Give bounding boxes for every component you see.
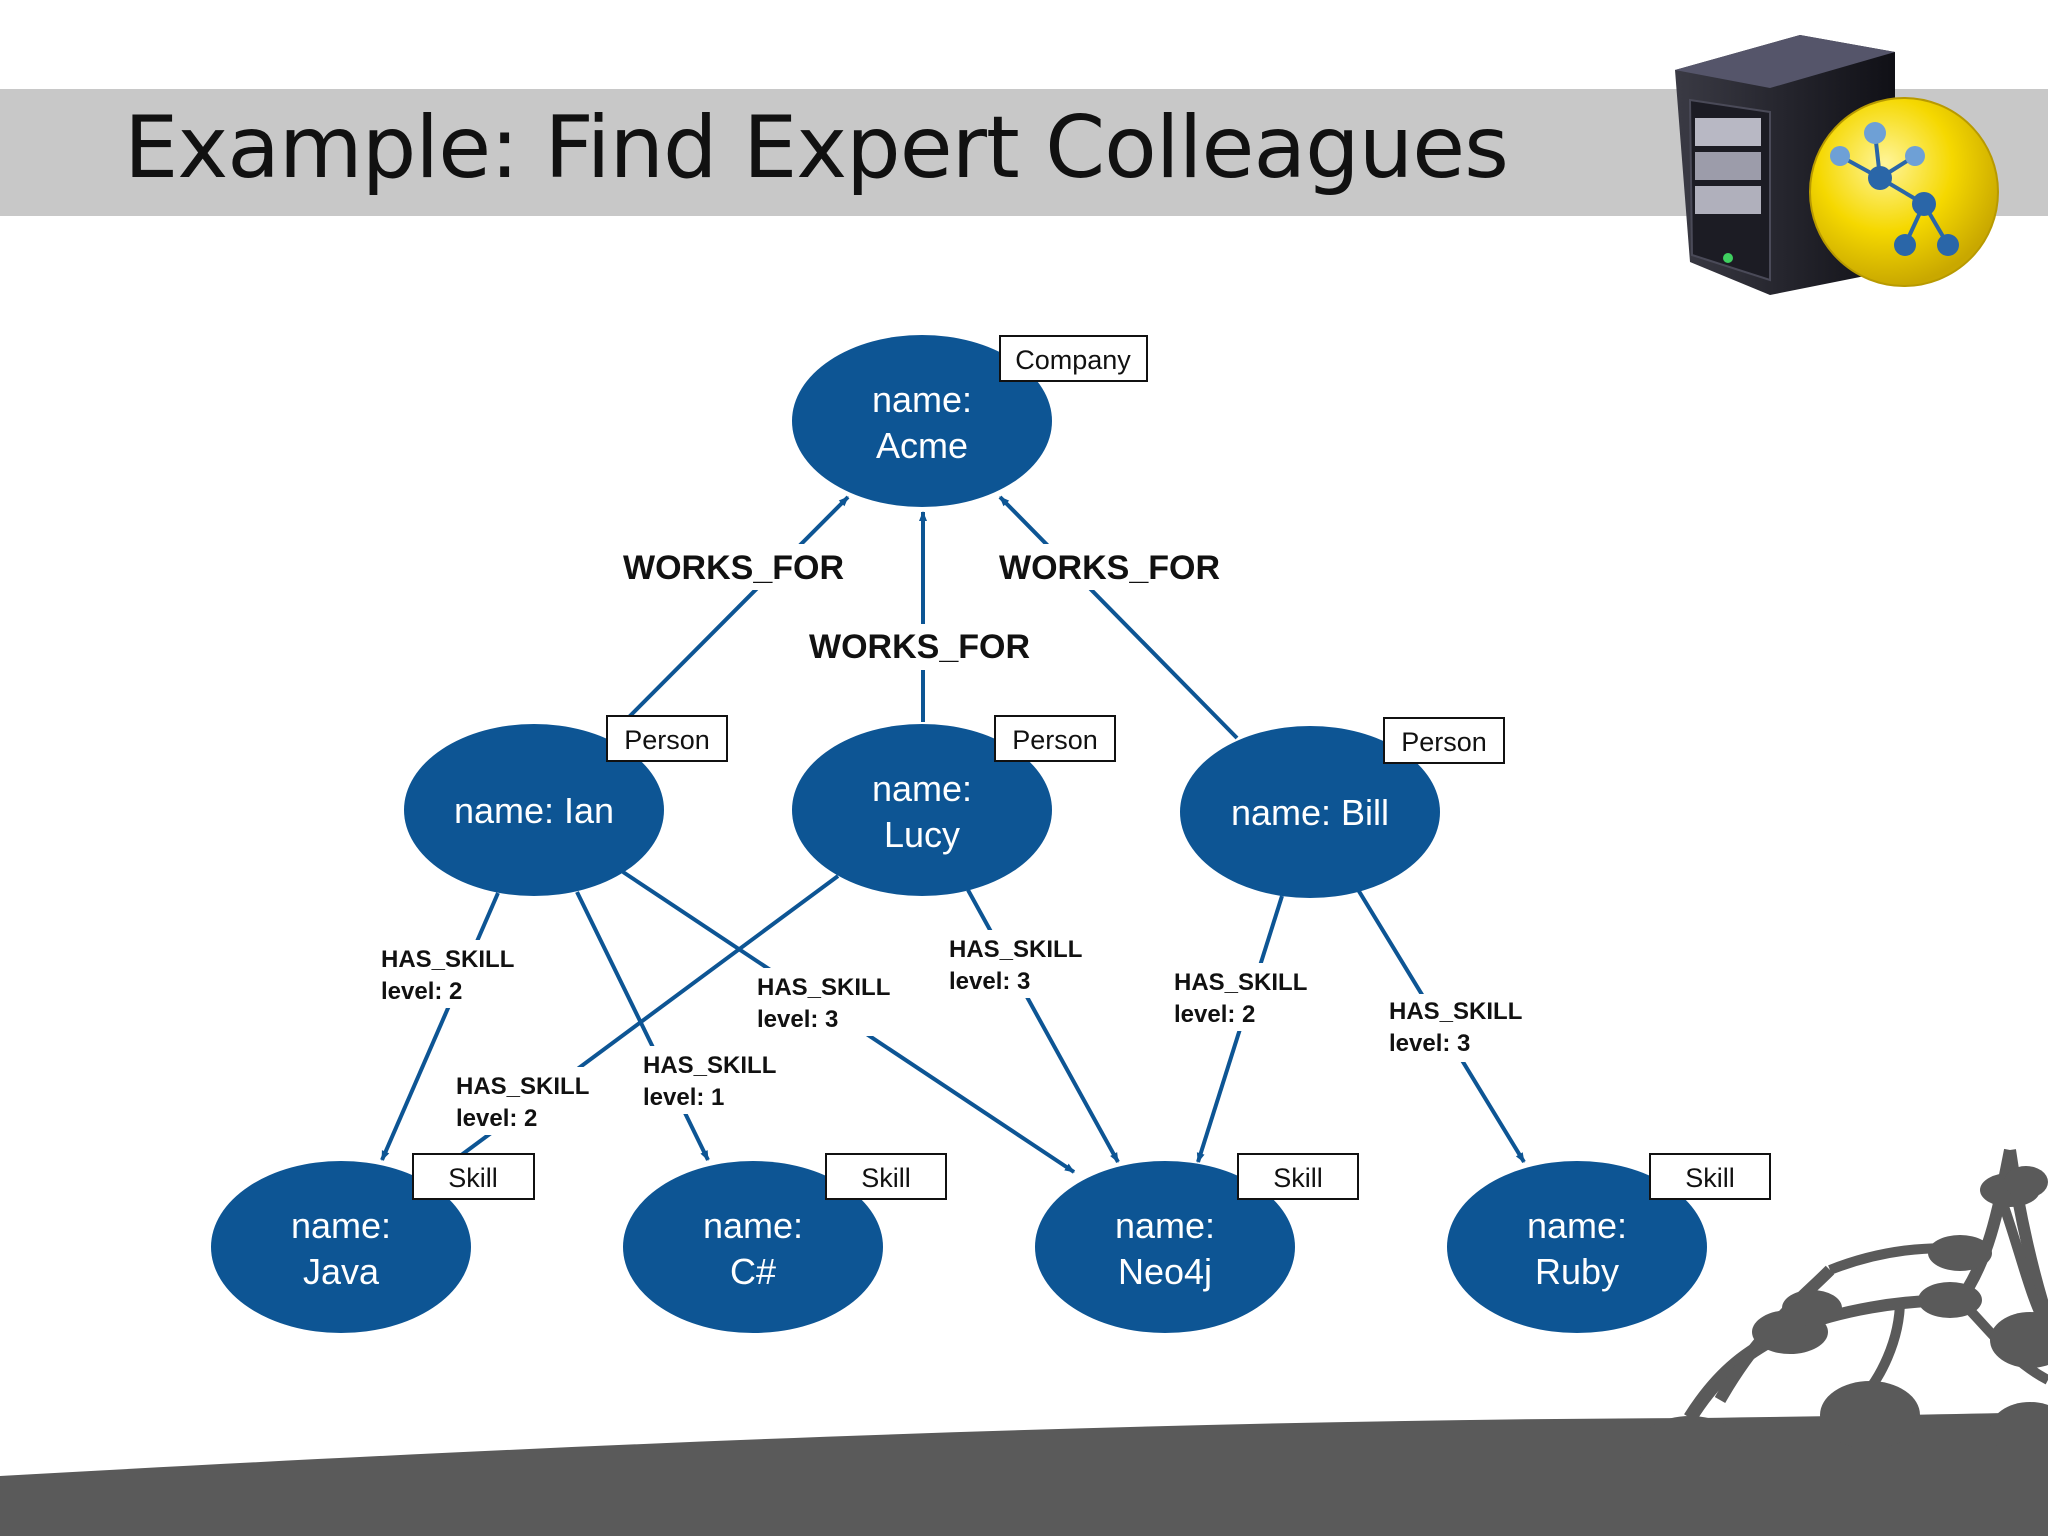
rel-label-ian-neo4j: HAS_SKILL (757, 974, 890, 1001)
node-neo4j-label: Skill (1273, 1163, 1323, 1193)
node-acme-line2: Acme (876, 425, 968, 466)
node-java-shape (211, 1161, 471, 1333)
edge-ian-acme (626, 495, 850, 720)
node-csharp: name: C# Skill (623, 1153, 947, 1333)
footer-decoration (0, 1148, 2048, 1536)
node-java: name: Java Skill (211, 1153, 535, 1333)
rel-label-lucy-java: HAS_SKILL (456, 1073, 589, 1100)
node-java-line2: Java (303, 1251, 380, 1292)
rel-label-lucy-acme: WORKS_FOR (809, 628, 1030, 666)
rel-prop-lucy-neo4j: level: 3 (949, 968, 1030, 995)
node-acme-label: Company (1015, 345, 1131, 375)
rel-label-ian-java: HAS_SKILL (381, 946, 514, 973)
node-lucy-shape (792, 724, 1052, 896)
node-bill-line1: name: Bill (1231, 792, 1389, 833)
edge-labels: WORKS_FOR WORKS_FOR WORKS_FOR HAS_SKILL … (378, 544, 1538, 1135)
node-bill: name: Bill Person (1180, 717, 1505, 898)
rel-label-bill-ruby: HAS_SKILL (1389, 998, 1522, 1025)
node-csharp-line1: name: (703, 1205, 803, 1246)
node-lucy-label: Person (1012, 725, 1098, 755)
node-java-label: Skill (448, 1163, 498, 1193)
node-ruby-label: Skill (1685, 1163, 1735, 1193)
node-lucy-line1: name: (872, 768, 972, 809)
node-ian-label: Person (624, 725, 710, 755)
rel-label-ian-csharp: HAS_SKILL (643, 1052, 776, 1079)
node-ruby-line1: name: (1527, 1205, 1627, 1246)
node-lucy: name: Lucy Person (792, 715, 1116, 896)
rel-prop-bill-ruby: level: 3 (1389, 1030, 1470, 1057)
node-csharp-line2: C# (730, 1251, 776, 1292)
node-neo4j-line2: Neo4j (1118, 1251, 1212, 1292)
server-graph-icon (1675, 35, 1999, 295)
node-ruby: name: Ruby Skill (1447, 1153, 1771, 1333)
node-csharp-label: Skill (861, 1163, 911, 1193)
edge-bill-acme (998, 495, 1239, 740)
footer-wave (0, 1412, 2048, 1536)
rel-prop-ian-csharp: level: 1 (643, 1084, 724, 1111)
rel-prop-lucy-java: level: 2 (456, 1105, 537, 1132)
node-acme: name: Acme Company (792, 335, 1148, 507)
node-lucy-line2: Lucy (884, 814, 960, 855)
node-ruby-line2: Ruby (1535, 1251, 1619, 1292)
slide-title: Example: Find Expert Colleagues (124, 98, 1509, 198)
edge-ian-java (380, 892, 500, 1161)
node-csharp-shape (623, 1161, 883, 1333)
node-neo4j-shape (1035, 1161, 1295, 1333)
node-neo4j-line1: name: (1115, 1205, 1215, 1246)
node-neo4j: name: Neo4j Skill (1035, 1153, 1359, 1333)
node-ian-line1: name: Ian (454, 790, 614, 831)
node-ian: name: Ian Person (404, 715, 728, 896)
rel-prop-ian-java: level: 2 (381, 978, 462, 1005)
node-bill-shape (1180, 726, 1440, 898)
rel-label-lucy-neo4j: HAS_SKILL (949, 936, 1082, 963)
rel-prop-bill-neo4j: level: 2 (1174, 1001, 1255, 1028)
node-bill-label: Person (1401, 727, 1487, 757)
molecule-decoration-icon (1638, 1148, 2048, 1480)
rel-label-ian-acme: WORKS_FOR (623, 549, 844, 587)
node-ian-shape (404, 724, 664, 896)
rel-prop-ian-neo4j: level: 3 (757, 1006, 838, 1033)
node-acme-shape (792, 335, 1052, 507)
node-acme-line1: name: (872, 379, 972, 420)
node-ruby-shape (1447, 1161, 1707, 1333)
node-java-line1: name: (291, 1205, 391, 1246)
edge-ian-csharp (575, 891, 710, 1161)
rel-label-bill-acme: WORKS_FOR (999, 549, 1220, 587)
rel-label-bill-neo4j: HAS_SKILL (1174, 969, 1307, 996)
